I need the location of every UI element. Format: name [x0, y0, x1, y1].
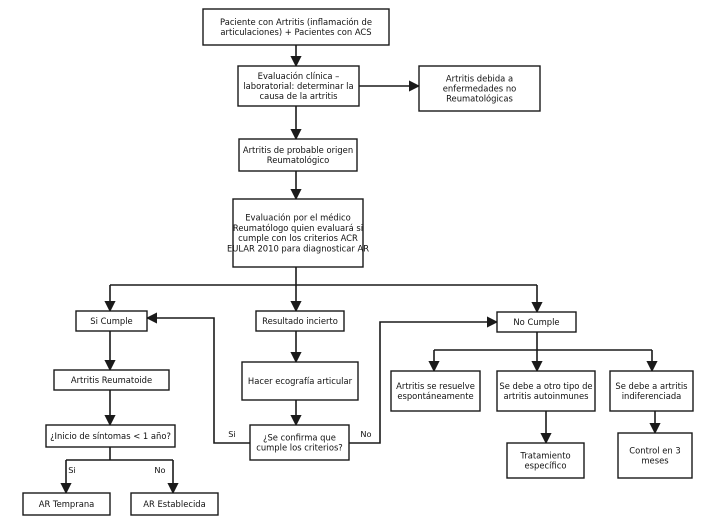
node-text-line: Reumatólogo quien evaluará si	[233, 223, 363, 233]
node-text-line: cumple los criterios?	[256, 443, 343, 453]
node-no-cumple: No Cumple	[496, 311, 577, 333]
node-box	[22, 492, 111, 516]
edge-label-no-establecida: No	[154, 465, 165, 475]
node-text-line: enfermedades no	[443, 84, 517, 94]
node-box	[75, 310, 148, 332]
node-text-line: AR Temprana	[39, 499, 95, 509]
node-artritis-reumatoide: Artritis Reumatoide	[53, 369, 170, 391]
flowchart-nodes: Paciente con Artritis (inflamación deart…	[22, 8, 694, 516]
node-ar-temprana: AR Temprana	[22, 492, 111, 516]
node-box	[130, 492, 219, 516]
node-text-line: AR Establecida	[143, 499, 205, 509]
node-text-line: laboratorial: determinar la	[243, 81, 353, 91]
node-box	[255, 310, 345, 332]
node-ar-establecida: AR Establecida	[130, 492, 219, 516]
node-text-line: indiferenciada	[622, 391, 682, 401]
node-box	[609, 370, 694, 412]
node-text-line: específico	[525, 461, 567, 471]
node-ecografia: Hacer ecografía articular	[241, 361, 359, 401]
node-box	[496, 311, 577, 333]
node-box	[238, 138, 358, 172]
node-evaluacion-clinica: Evaluación clínica –laboratorial: determ…	[237, 65, 360, 107]
node-paciente-artritis: Paciente con Artritis (inflamación deart…	[202, 8, 390, 46]
node-text-line: Reumatológico	[267, 155, 329, 165]
node-text-line: Evaluación clínica –	[258, 71, 340, 81]
edge-confirma-no-loop	[349, 316, 499, 444]
node-box	[617, 432, 693, 479]
node-text-line: artritis autoinmunes	[503, 391, 588, 401]
node-text-line: Artritis se resuelve	[396, 381, 475, 391]
node-text-line: Artritis Reumatoide	[71, 375, 152, 385]
node-box	[237, 65, 360, 107]
node-resultado-incierto: Resultado incierto	[255, 310, 345, 332]
flowchart-edges	[60, 45, 661, 495]
node-text-line: meses	[641, 456, 668, 466]
node-text-line: ¿Se confirma que	[263, 432, 336, 442]
node-text-line: Se debe a otro tipo de	[499, 381, 592, 391]
node-box	[45, 424, 176, 448]
node-text-line: Paciente con Artritis (inflamación de	[220, 17, 372, 27]
node-text-line: Hacer ecografía articular	[248, 376, 353, 386]
node-text-line: ¿Inicio de síntomas < 1 año?	[50, 431, 171, 441]
node-box	[418, 65, 541, 112]
node-text-line: Artritis debida a	[446, 73, 513, 83]
node-text-line: causa de la artritis	[259, 91, 337, 101]
edge-label-si-confirma: Si	[228, 429, 235, 439]
edge-confirma-si-loop	[145, 312, 250, 444]
node-box	[506, 442, 585, 479]
node-text-line: Si Cumple	[90, 316, 132, 326]
node-text-line: cumple con los criterios ACR	[238, 233, 358, 243]
node-text-line: Artritis de probable origen	[243, 145, 353, 155]
node-text-line: Evaluación por el médico	[245, 213, 351, 223]
node-box	[202, 8, 390, 46]
node-box	[249, 424, 350, 461]
node-si-cumple: Si Cumple	[75, 310, 148, 332]
node-text-line: Resultado incierto	[262, 316, 338, 326]
edge-label-si-temprana: Si	[68, 465, 75, 475]
node-text-line: espontáneamente	[397, 391, 473, 401]
node-text-line: EULAR 2010 para diagnosticar AR	[227, 243, 369, 253]
edge-label-no-confirma: No	[360, 429, 371, 439]
node-text-line: Reumatológicas	[446, 94, 513, 104]
node-text-line: Se debe a artritis	[615, 381, 687, 391]
node-box	[496, 370, 596, 412]
node-text-line: Control en 3	[629, 445, 680, 455]
node-box	[390, 370, 481, 412]
node-text-line: articulaciones) + Pacientes con ACS	[220, 27, 371, 37]
node-inicio-sintomas: ¿Inicio de síntomas < 1 año?	[45, 424, 176, 448]
node-text-line: Tratamiento	[519, 450, 570, 460]
node-box	[53, 369, 170, 391]
node-text-line: No Cumple	[513, 317, 559, 327]
node-box	[241, 361, 359, 401]
node-box	[232, 198, 364, 268]
